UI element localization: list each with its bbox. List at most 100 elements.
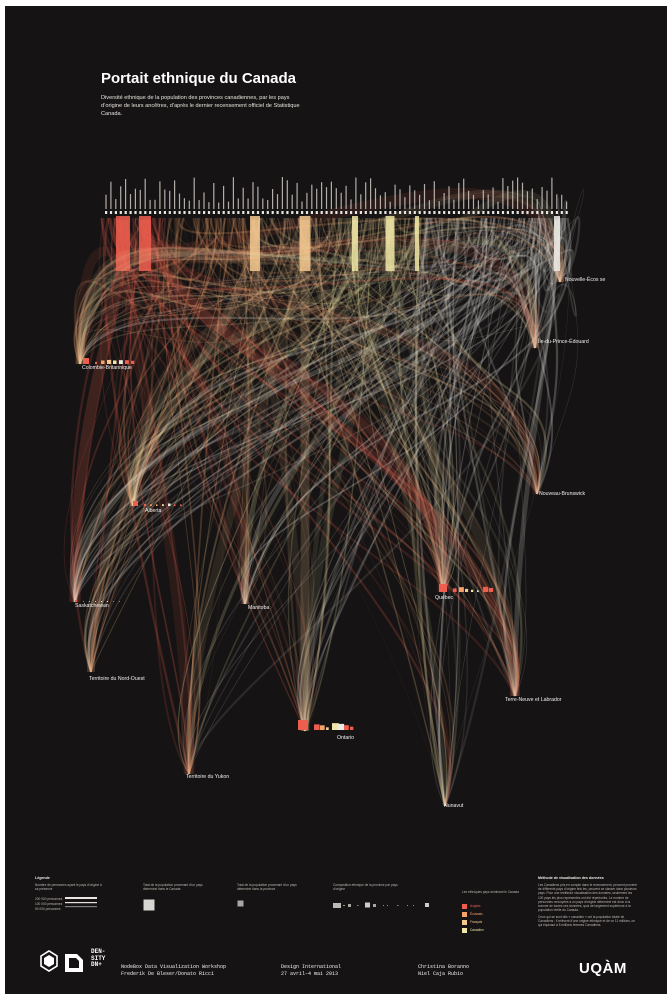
origin-label — [531, 188, 533, 209]
origin-tick — [163, 211, 166, 214]
province-label-on: Ontario — [337, 735, 355, 741]
flow-band — [129, 219, 394, 507]
flow-line — [122, 217, 210, 507]
flow-line — [188, 217, 459, 775]
origin-label — [482, 190, 484, 209]
composition-square — [95, 361, 98, 364]
origin-label — [149, 199, 151, 209]
origin-tick — [168, 211, 171, 214]
flow-band — [78, 219, 419, 365]
flow-line — [83, 217, 384, 673]
flow-line — [242, 217, 370, 605]
flow-line — [132, 217, 212, 507]
flow-band — [251, 189, 564, 283]
flow-line — [188, 217, 242, 775]
origin-tick — [526, 211, 529, 214]
flow-line — [73, 217, 551, 603]
composition-square — [144, 503, 147, 506]
flow-line — [244, 217, 369, 605]
origin-tick — [492, 211, 495, 214]
origin-label — [139, 189, 141, 209]
flow-line — [261, 217, 446, 807]
flow-line — [234, 217, 455, 807]
origin-tick — [296, 211, 299, 214]
flow-line — [243, 217, 484, 605]
origin-tick — [418, 211, 421, 214]
composition-square — [150, 504, 152, 506]
flow-line — [297, 217, 518, 697]
origin-tick — [320, 211, 323, 214]
origin-label — [556, 194, 558, 209]
flow-line — [441, 217, 483, 593]
flow-line — [74, 217, 514, 603]
flow-line — [423, 217, 561, 312]
flow-line — [134, 217, 536, 349]
flow-line — [132, 217, 353, 507]
flow-line — [132, 217, 492, 507]
origin-tick — [546, 211, 549, 214]
origin-tick — [403, 211, 407, 214]
flow-line — [383, 217, 541, 495]
origin-label — [218, 202, 220, 209]
flow-line — [162, 217, 200, 775]
origin-tick — [149, 211, 152, 214]
origin-label — [448, 186, 450, 209]
flow-line — [176, 217, 306, 732]
legend-col2-text: Total de la population provenant d’un pa… — [143, 883, 203, 892]
flow-line — [241, 217, 449, 807]
origin-label — [355, 177, 357, 209]
composition-square — [101, 601, 102, 602]
flow-line — [526, 217, 554, 495]
flow-line — [126, 217, 475, 507]
flow-line — [131, 217, 343, 507]
flow-line — [79, 217, 472, 365]
flow-band — [75, 219, 310, 365]
origin-tick — [178, 211, 181, 214]
flow-line — [253, 217, 562, 283]
flow-line — [528, 217, 560, 349]
poster-subtitle: Diversité ethnique de la population des … — [101, 95, 300, 117]
flow-line — [118, 217, 226, 507]
composition-square — [471, 589, 474, 592]
flow-line — [79, 217, 372, 365]
flow-line — [100, 217, 520, 697]
flow-line — [302, 217, 442, 732]
flow-line — [320, 217, 538, 495]
flow-line — [151, 217, 306, 732]
flow-line — [128, 217, 449, 507]
flow-band — [301, 219, 394, 732]
flow-line — [251, 217, 452, 593]
flow-line — [243, 217, 572, 605]
flow-line — [99, 217, 538, 495]
origin-label — [159, 181, 161, 209]
origin-tick — [198, 211, 201, 214]
flow-line — [242, 217, 536, 349]
flow-line — [420, 217, 458, 807]
origin-tick — [350, 211, 353, 214]
origin-label — [497, 201, 499, 209]
composition-square — [453, 588, 457, 592]
origin-tick — [443, 211, 446, 214]
flow-line — [216, 217, 539, 495]
origin-tick — [158, 211, 162, 214]
origin-tick — [399, 211, 402, 214]
flow-line — [90, 217, 230, 673]
origin-tick — [222, 211, 225, 214]
origin-label — [536, 199, 538, 209]
flow-line — [238, 217, 541, 495]
flow-line — [547, 217, 577, 283]
flow-line — [411, 217, 444, 593]
flow-line — [87, 217, 470, 673]
flow-line — [188, 217, 260, 775]
flow-line — [79, 217, 402, 365]
flow-line — [204, 217, 561, 283]
origin-tick — [335, 211, 338, 214]
origin-label — [252, 182, 254, 209]
flow-line — [149, 217, 444, 593]
flow-line — [74, 217, 522, 603]
flow-line — [430, 217, 574, 283]
origin-label — [291, 194, 293, 209]
origin-label — [203, 192, 205, 209]
flow-line — [132, 217, 418, 507]
flow-line — [304, 217, 445, 732]
